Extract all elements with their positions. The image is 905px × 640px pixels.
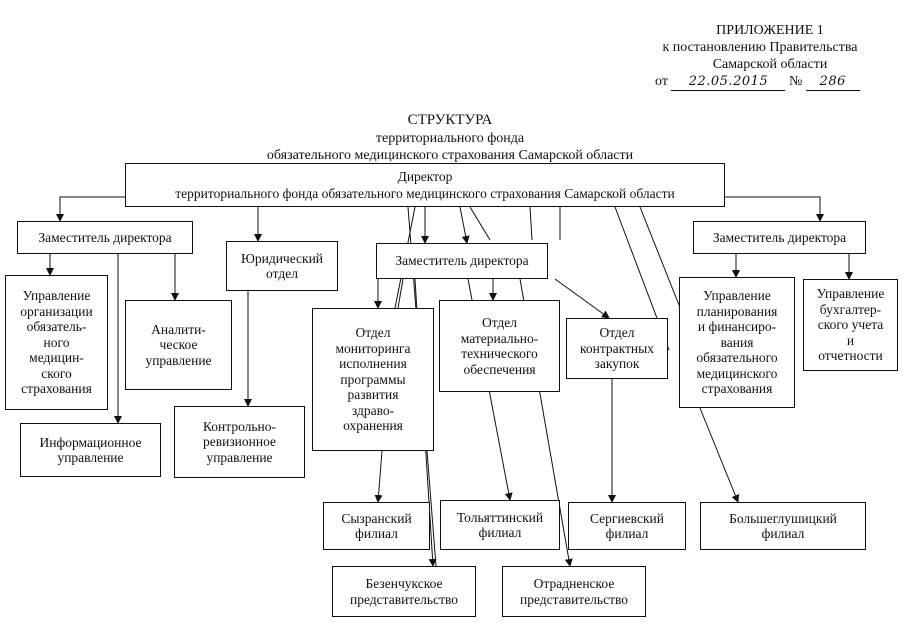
legal-department: Юридический отдел bbox=[226, 241, 338, 291]
structure-title: СТРУКТУРА bbox=[407, 112, 493, 128]
bezenchuk-representation: Безенчукское представительство bbox=[332, 566, 476, 617]
line-deputy-center-extra bbox=[397, 278, 404, 309]
appendix-region-line: Самарской области bbox=[712, 57, 828, 72]
tolyatti-branch: Тольяттинский филиал bbox=[440, 500, 560, 550]
director-subtitle: территориального фонда обязательного мед… bbox=[175, 186, 675, 201]
line-director-deputy-right bbox=[725, 196, 824, 222]
analytics-department: Аналити- ческое управление bbox=[125, 300, 232, 390]
line-director-planning bbox=[639, 206, 682, 311]
line-director-deputy-left bbox=[56, 196, 125, 222]
appendix-title: ПРИЛОЖЕНИЕ 1 bbox=[716, 23, 824, 38]
line-deputy-center-procurement bbox=[554, 278, 610, 319]
audit-department: Контрольно- ревизионное управление bbox=[174, 406, 305, 478]
decree-number: 286 bbox=[805, 73, 860, 91]
line-director-logistics bbox=[469, 206, 491, 241]
director-box: Директор территориального фонда обязател… bbox=[125, 163, 725, 207]
information-department: Информационное управление bbox=[20, 423, 161, 477]
deputy-director-center: Заместитель директора bbox=[376, 243, 548, 279]
sergievsk-branch: Сергиевский филиал bbox=[568, 502, 686, 550]
otradny-representation: Отрадненское представительство bbox=[502, 566, 646, 617]
bolsheglushitsky-branch: Большеглушицкий филиал bbox=[700, 502, 866, 550]
deputy-director-right: Заместитель директора bbox=[693, 221, 866, 254]
director-title: Директор bbox=[397, 169, 453, 184]
decree-date: 22.05.2015 bbox=[671, 73, 786, 91]
deputy-director-left: Заместитель директора bbox=[17, 221, 193, 254]
appendix-date-line: от 22.05.2015 № 286 bbox=[640, 73, 905, 91]
line-planning-bglush bbox=[699, 407, 740, 503]
syzran-branch: Сызранский филиал bbox=[323, 502, 430, 550]
planning-department: Управление планирования и финансиро- ван… bbox=[679, 277, 795, 408]
line-director-otradny bbox=[529, 206, 533, 241]
monitoring-department: Отдел мониторинга исполнения программы р… bbox=[312, 308, 434, 451]
appendix-decree-line: к постановлению Правительства bbox=[662, 40, 858, 55]
logistics-department: Отдел материально- технического обеспече… bbox=[439, 300, 560, 392]
oms-organization-department: Управление организации обязатель- ного м… bbox=[5, 275, 108, 410]
structure-subtitle-1: территориального фонда bbox=[375, 131, 525, 146]
structure-subtitle-2: обязательного медицинского страхования С… bbox=[266, 148, 634, 163]
line-monitoring-syzran bbox=[374, 450, 383, 503]
accounting-department: Управление бухгалтер- ского учета и отче… bbox=[803, 279, 898, 371]
number-label: № bbox=[788, 74, 803, 89]
from-label: от bbox=[655, 74, 668, 89]
procurement-department: Отдел контрактных закупок bbox=[566, 318, 668, 379]
line-director-deputy-center-2 bbox=[459, 206, 470, 244]
